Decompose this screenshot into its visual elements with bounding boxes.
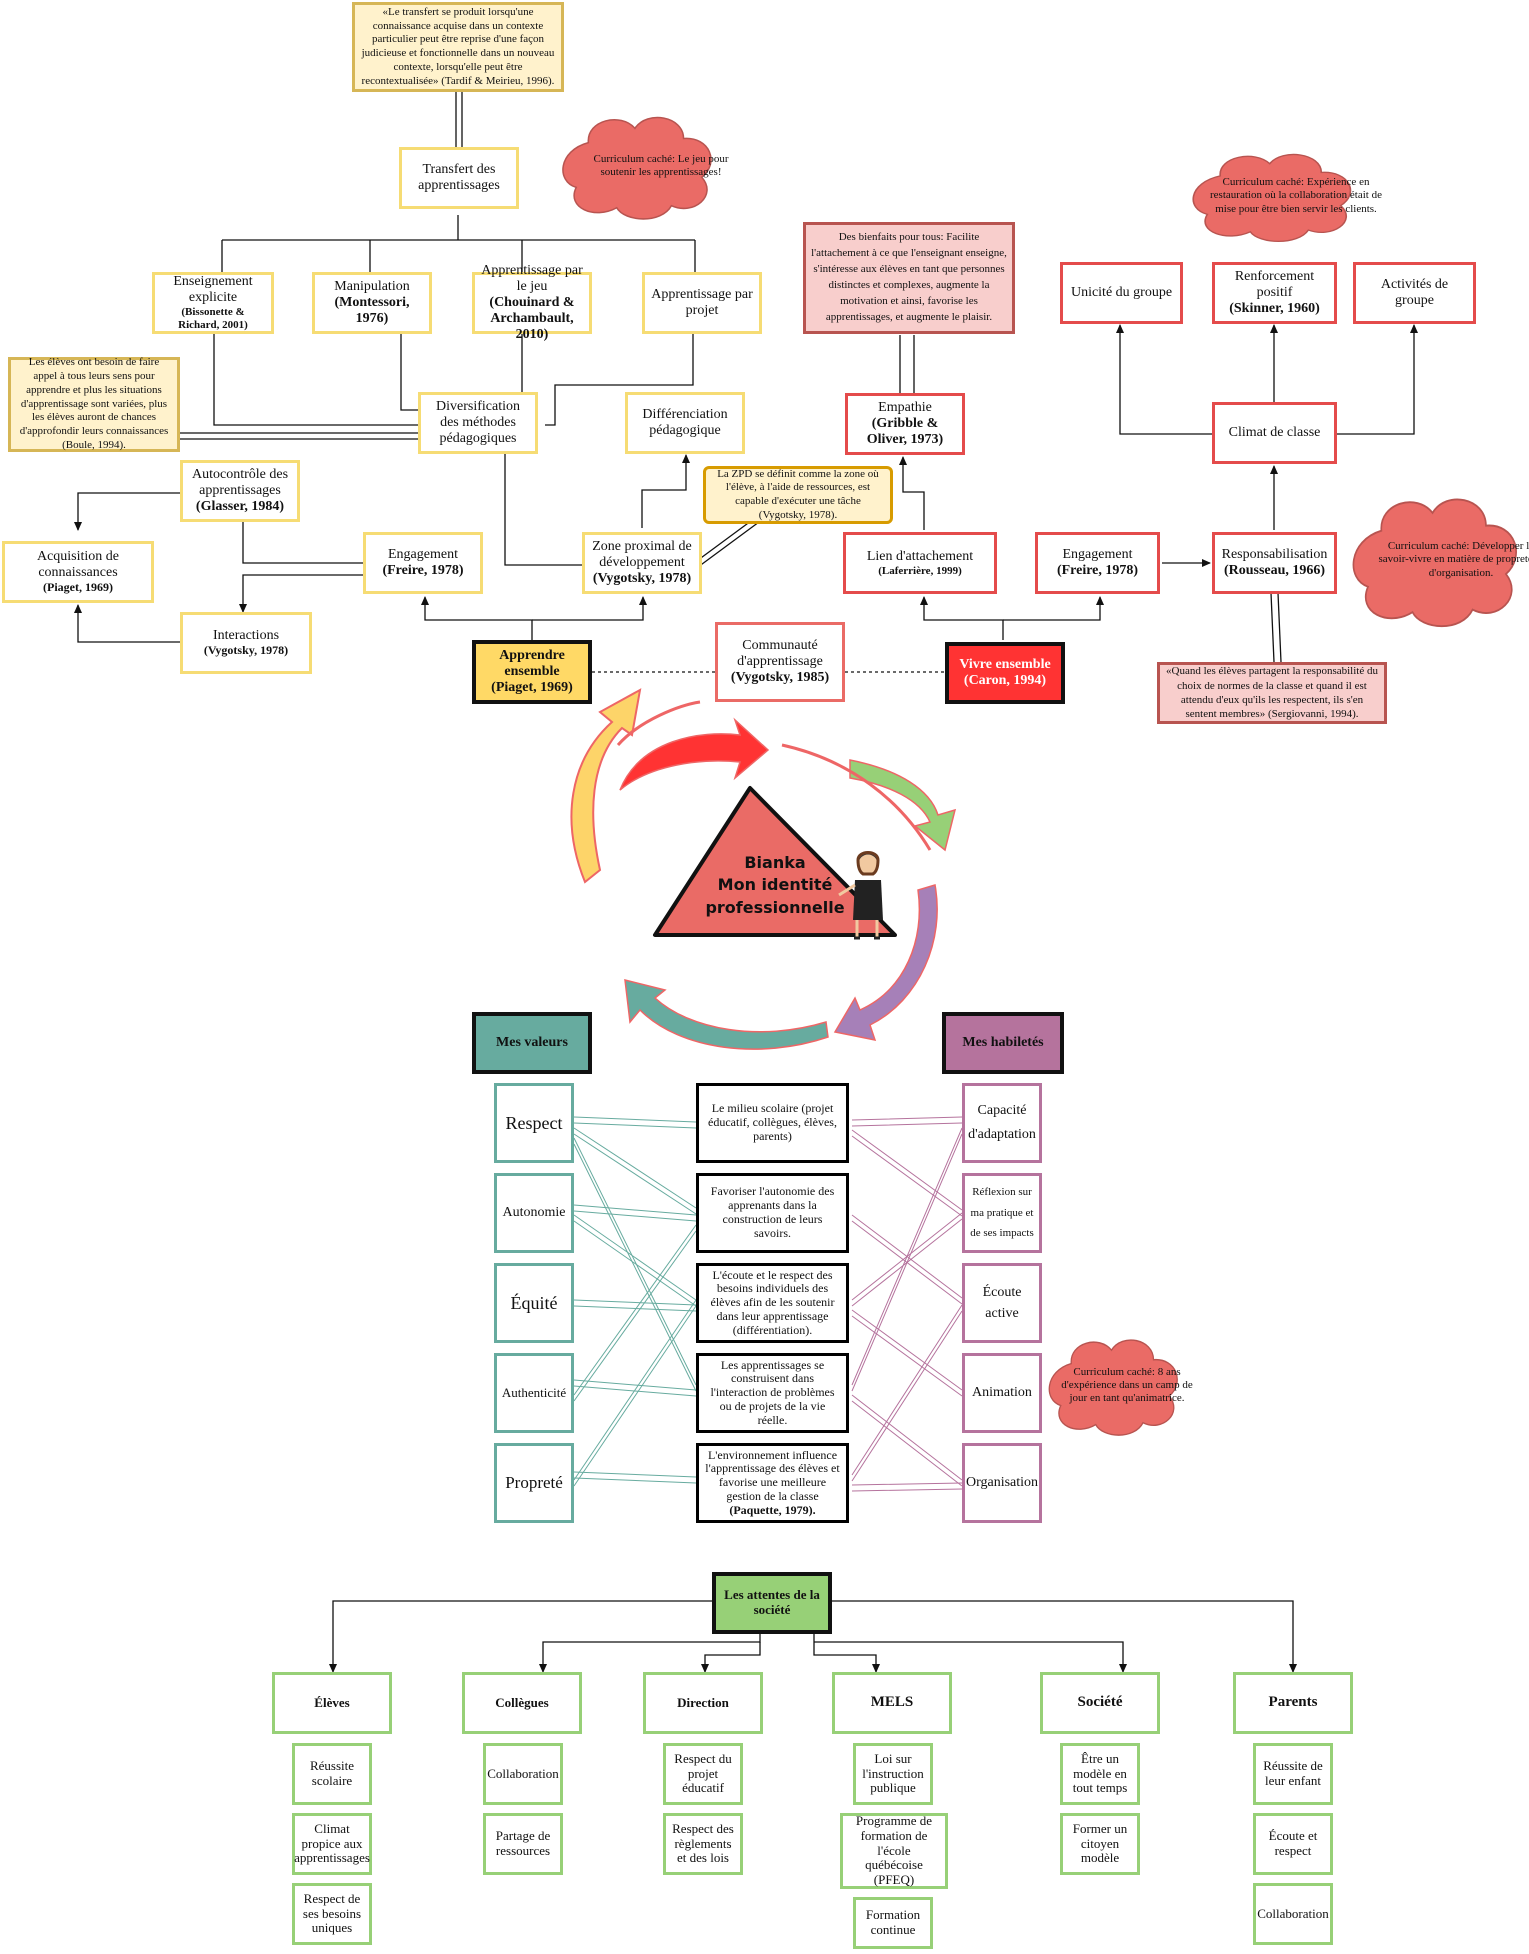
item-mels-formation: Formation continue [853, 1897, 933, 1949]
item-societe-citoyen: Former un citoyen modèle [1060, 1813, 1140, 1875]
group-parents: Parents [1233, 1672, 1353, 1734]
node-differenciation: Différenciation pédagogique [625, 392, 745, 454]
quote-sergiovanni: «Quand les élèves partagent la responsab… [1157, 662, 1387, 724]
group-societe: Société [1040, 1672, 1160, 1734]
principle-autonomie: Favoriser l'autonomie des apprenants dan… [696, 1173, 849, 1253]
node-climat-classe: Climat de classe [1212, 402, 1337, 464]
quote-bienfaits: Des bienfaits pour tous: Facilite l'atta… [803, 222, 1015, 334]
skill-ecoute-active: Écoute active [962, 1263, 1042, 1343]
node-empathie: Empathie (Gribble & Oliver, 1973) [845, 393, 965, 455]
header-mes-habiletes: Mes habiletés [942, 1012, 1064, 1074]
group-mels: MELS [832, 1672, 952, 1734]
item-mels-pfeq: Programme de formation de l'école québéc… [840, 1813, 948, 1889]
item-direction-reglements: Respect des règlements et des lois [663, 1813, 743, 1875]
skill-organisation: Organisation [962, 1443, 1042, 1523]
item-eleves-reussite: Réussite scolaire [292, 1743, 372, 1805]
value-autonomie: Autonomie [494, 1173, 574, 1253]
node-acquisition: Acquisition de connaissances (Piaget, 19… [2, 541, 154, 603]
value-proprete: Propreté [494, 1443, 574, 1523]
value-equite: Équité [494, 1263, 574, 1343]
value-respect: Respect [494, 1083, 574, 1163]
skill-adaptation: Capacité d'adaptation [962, 1083, 1042, 1163]
node-lien-attachement: Lien d'attachement (Laferrière, 1999) [843, 532, 997, 594]
node-engagement-apprendre: Engagement(Freire, 1978) [363, 532, 483, 594]
quote-zpd: La ZPD se définit comme la zone où l'élè… [703, 466, 893, 524]
principle-milieu: Le milieu scolaire (projet éducatif, col… [696, 1083, 849, 1163]
identity-title: Bianka Mon identité professionnelle [705, 853, 845, 917]
group-collegues: Collègues [462, 1672, 582, 1734]
quote-tardif: «Le transfert se produit lorsqu'une conn… [352, 2, 564, 92]
item-parents-reussite: Réussite de leur enfant [1253, 1743, 1333, 1805]
item-collegues-partage: Partage de ressources [483, 1813, 563, 1875]
root-apprendre-ensemble: Apprendre ensemble (Piaget, 1969) [472, 640, 592, 704]
skill-animation: Animation [962, 1353, 1042, 1433]
node-activites-groupe: Activités de groupe [1353, 262, 1476, 324]
node-manipulation: Manipulation(Montessori, 1976) [312, 272, 432, 334]
principle-interaction: Les apprentissages se construisent dans … [696, 1353, 849, 1433]
cloud-savoir-vivre: Curriculum caché: Développer le savoir-v… [1348, 490, 1529, 630]
item-collegues-collaboration: Collaboration [483, 1743, 563, 1805]
quote-boule: Les élèves ont besoin de faire appel à t… [8, 356, 180, 452]
node-autocontrole: Autocontrôle des apprentissages(Glasser,… [180, 460, 300, 522]
node-apprentissage-projet: Apprentissage par projet [642, 272, 762, 334]
cloud-restauration: Curriculum caché: Expérience en restaura… [1188, 148, 1382, 244]
skill-reflexion: Réflexion sur ma pratique et de ses impa… [962, 1173, 1042, 1253]
item-eleves-climat: Climat propice aux apprentissages [292, 1813, 372, 1875]
item-societe-modele: Être un modèle en tout temps [1060, 1743, 1140, 1805]
item-mels-loi: Loi sur l'instruction publique [853, 1743, 933, 1805]
item-parents-ecoute: Écoute et respect [1253, 1813, 1333, 1875]
root-attentes-societe: Les attentes de la société [712, 1572, 832, 1634]
cloud-camp: Curriculum caché: 8 ans d'expérience dan… [1045, 1333, 1193, 1438]
value-authenticite: Authenticité [494, 1353, 574, 1433]
item-direction-projet: Respect du projet éducatif [663, 1743, 743, 1805]
node-enseignement-explicite: Enseignement explicite(Bissonette & Rich… [152, 272, 274, 334]
principle-ecoute: L'écoute et le respect des besoins indiv… [696, 1263, 849, 1343]
group-eleves: Élèves [272, 1672, 392, 1734]
root-vivre-ensemble: Vivre ensemble (Caron, 1994) [945, 642, 1065, 704]
node-responsabilisation: Responsabilisation (Rousseau, 1966) [1212, 532, 1337, 594]
group-direction: Direction [643, 1672, 763, 1734]
node-zone-proximal: Zone proximal de développement(Vygotsky,… [582, 532, 702, 594]
node-apprentissage-jeu: Apprentissage par le jeu(Chouinard & Arc… [472, 263, 592, 342]
header-mes-valeurs: Mes valeurs [472, 1012, 592, 1074]
principle-environnement: L'environnement influence l'apprentissag… [696, 1443, 849, 1523]
node-communaute: Communauté d'apprentissage(Vygotsky, 198… [715, 622, 845, 702]
item-eleves-besoins: Respect de ses besoins uniques [292, 1883, 372, 1945]
node-transfert: Transfert des apprentissages [399, 147, 519, 209]
node-diversification: Diversification des méthodes pédagogique… [418, 392, 538, 454]
node-renforcement: Renforcement positif (Skinner, 1960) [1212, 262, 1337, 324]
node-interactions: Interactions (Vygotsky, 1978) [180, 612, 312, 674]
node-unicite: Unicité du groupe [1060, 262, 1183, 324]
node-engagement-vivre: Engagement (Freire, 1978) [1035, 532, 1160, 594]
item-parents-collaboration: Collaboration [1253, 1883, 1333, 1945]
cloud-jeu: Curriculum caché: Le jeu pour soutenir l… [558, 110, 729, 222]
